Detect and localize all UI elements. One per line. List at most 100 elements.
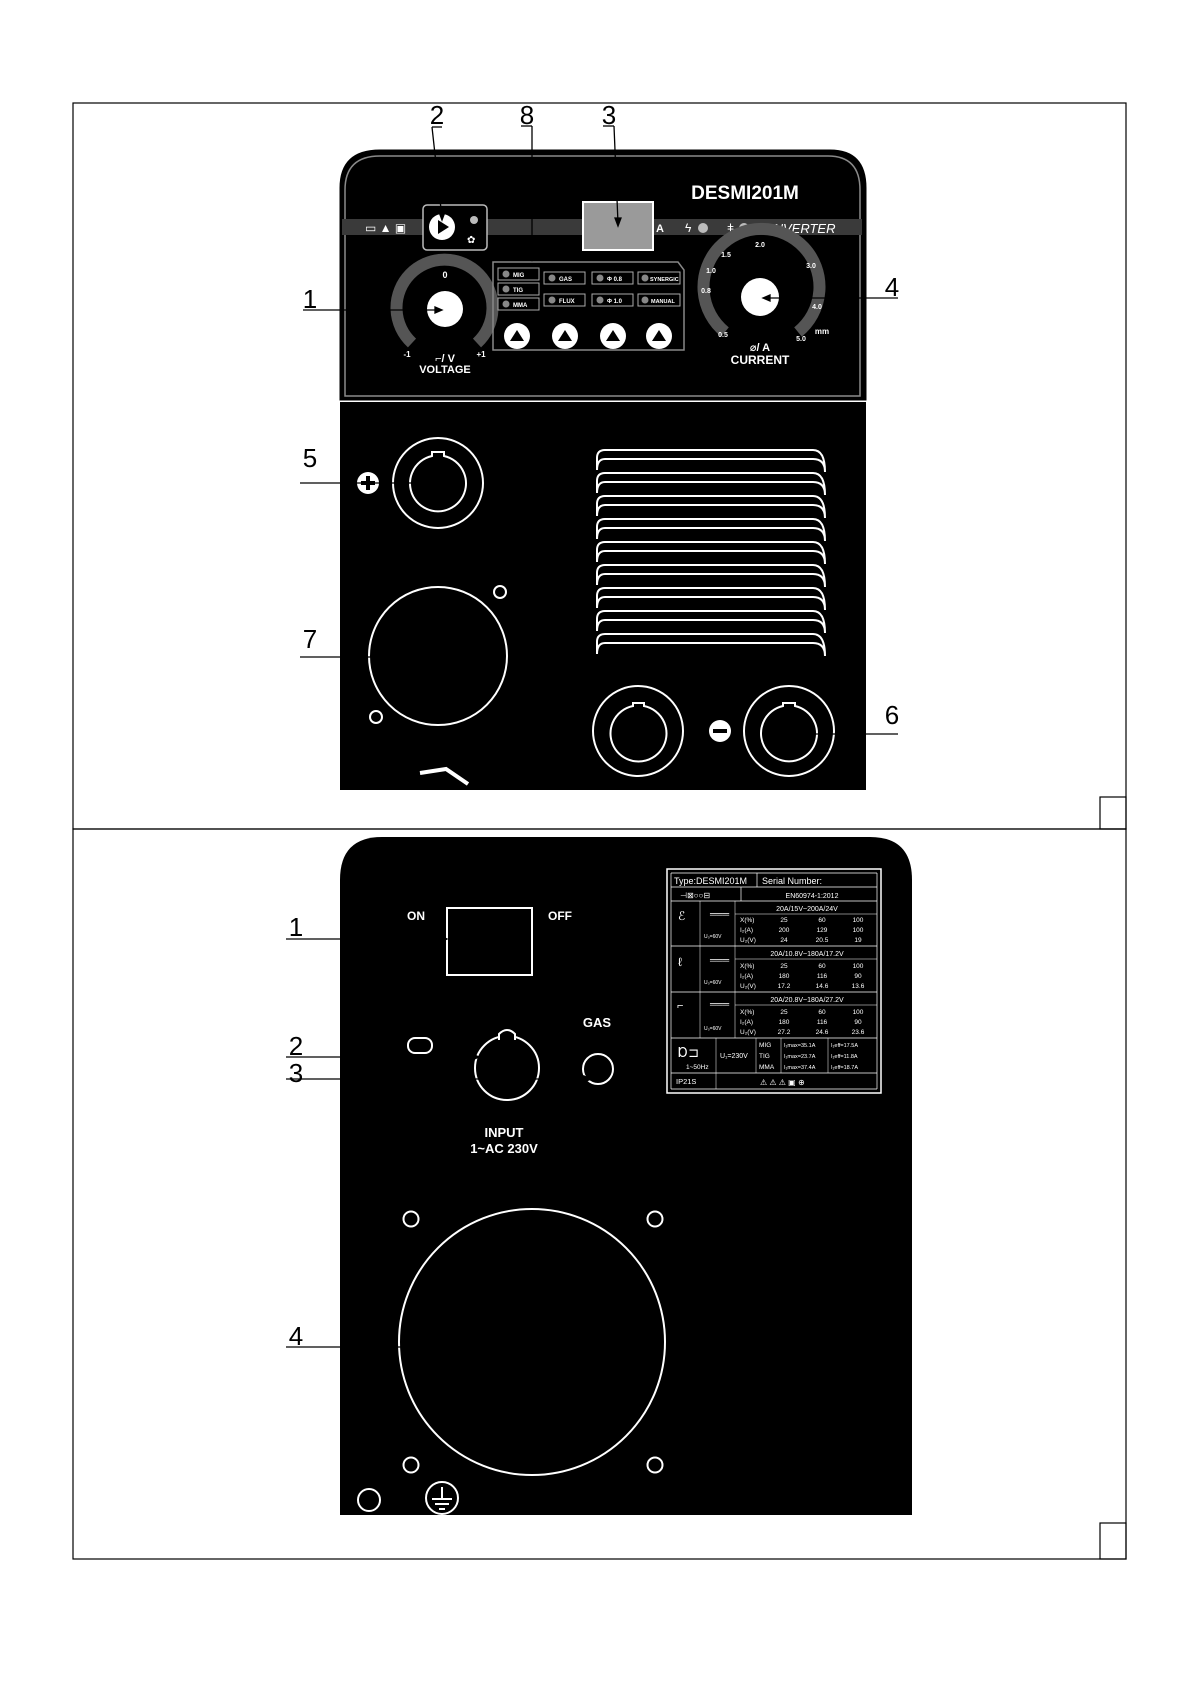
current-scale-1-5: 1.5 bbox=[721, 252, 731, 259]
rear-panel: ON OFF GAS INPUT 1~AC 230V bbox=[286, 837, 912, 1515]
ground-socket-ring bbox=[592, 685, 684, 777]
svg-text:14.6: 14.6 bbox=[816, 983, 829, 990]
svg-text:I₂(A): I₂(A) bbox=[740, 927, 753, 934]
svg-text:116: 116 bbox=[817, 1019, 828, 1026]
svg-text:100: 100 bbox=[853, 963, 864, 970]
svg-text:I₁eff=18.7A: I₁eff=18.7A bbox=[831, 1065, 858, 1071]
synergic-button[interactable]: SYNERGIC bbox=[637, 271, 681, 285]
mode-button-mig[interactable]: MIG bbox=[497, 267, 540, 281]
current-knob[interactable] bbox=[741, 278, 779, 316]
input-voltage: 1~AC 230V bbox=[470, 1141, 538, 1156]
plate-symbols: ⊣⊠○○⊟ bbox=[680, 891, 710, 900]
model-name: DESMI201M bbox=[691, 183, 799, 204]
rear-page-tab bbox=[1099, 1522, 1127, 1560]
callout-front-1: 1 bbox=[303, 284, 317, 314]
svg-text:I₁max=23.7A: I₁max=23.7A bbox=[784, 1054, 816, 1060]
inch-led bbox=[470, 216, 478, 224]
cooling-fan bbox=[398, 1208, 666, 1476]
positive-socket[interactable] bbox=[409, 451, 467, 513]
svg-text:13.6: 13.6 bbox=[852, 983, 865, 990]
power-led bbox=[698, 223, 708, 233]
svg-text:MIG: MIG bbox=[759, 1042, 771, 1049]
switch-off-label: OFF bbox=[548, 909, 572, 923]
tig-range: 20A/10.8V~180A/17.2V bbox=[770, 951, 844, 958]
svg-text:20.5: 20.5 bbox=[816, 937, 829, 944]
mode-panel bbox=[492, 261, 685, 351]
svg-text:90: 90 bbox=[854, 1019, 862, 1026]
svg-text:MMA: MMA bbox=[759, 1064, 775, 1071]
mig-row-u: U₂(V) 24 20.5 19 bbox=[740, 937, 862, 944]
svg-text:100: 100 bbox=[853, 927, 864, 934]
svg-text:I₂(A): I₂(A) bbox=[740, 973, 753, 980]
power-led-icon: ϟ bbox=[685, 221, 692, 235]
current-scale-3-0: 3.0 bbox=[806, 263, 816, 270]
mode-button-tig[interactable]: TIG bbox=[497, 282, 540, 296]
up-arrow-icon bbox=[558, 330, 572, 341]
flux-button-label: FLUX bbox=[559, 299, 575, 305]
wire-0-8-button[interactable]: Φ 0.8 bbox=[591, 271, 634, 285]
flux-button[interactable]: FLUX bbox=[543, 293, 586, 307]
current-scale-4-0: 4.0 bbox=[812, 304, 822, 311]
thermometer-icon: ǂ bbox=[727, 221, 734, 235]
svg-text:I₁max=37.4A: I₁max=37.4A bbox=[784, 1065, 816, 1071]
plate-type: Type:DESMI201M bbox=[674, 876, 747, 886]
plate-warning-icons: ⚠ ⚠ ⚠ ▣ ⊕ bbox=[760, 1078, 805, 1087]
svg-text:90: 90 bbox=[854, 973, 862, 980]
supply-voltage: U₁=230V bbox=[720, 1053, 748, 1060]
plug-icon: Ɒ⊐ bbox=[678, 1045, 699, 1060]
cooling-louvres bbox=[596, 449, 826, 657]
power-switch[interactable] bbox=[446, 907, 533, 976]
play-icon bbox=[438, 220, 449, 234]
input-label: INPUT bbox=[485, 1125, 524, 1140]
fan-screw bbox=[402, 1210, 420, 1228]
plate-mma-section: ⌐ ═══ U₀=60V 20A/20.8V~180A/27.2V X(%) 2… bbox=[671, 992, 877, 1039]
rating-plate: Type:DESMI201M Serial Number: ⊣⊠○○⊟ EN60… bbox=[666, 868, 882, 1094]
mode-button-mma[interactable]: MMA bbox=[497, 297, 540, 311]
callout-rear-1: 1 bbox=[289, 912, 303, 942]
wire-1-0-button[interactable]: Φ 1.0 bbox=[591, 293, 634, 307]
svg-text:U₂(V): U₂(V) bbox=[740, 983, 756, 990]
power-input-cable bbox=[474, 1035, 540, 1101]
fan-screw bbox=[402, 1456, 420, 1474]
plate-supply-section: Ɒ⊐ 1~50Hz U₁=230V MIG I₁max=35.1A I₁eff=… bbox=[671, 1038, 877, 1074]
tig-row-u: U₂(V) 17.2 14.6 13.6 bbox=[740, 983, 865, 990]
mig-symbol-icon: ℰ bbox=[678, 909, 685, 923]
svg-text:100: 100 bbox=[853, 917, 864, 924]
fan-screw bbox=[646, 1210, 664, 1228]
dc-symbol-icon: ═══ bbox=[709, 909, 730, 919]
voltage-arc bbox=[390, 253, 499, 348]
gas-inlet[interactable] bbox=[582, 1053, 614, 1085]
gas-button[interactable]: GAS bbox=[543, 271, 586, 285]
fan-icon: ✿ bbox=[467, 235, 475, 246]
mig-u0: U₀=60V bbox=[704, 934, 722, 940]
plate-protection: IP21S bbox=[676, 1077, 696, 1086]
torch-screw-top bbox=[493, 585, 507, 599]
svg-text:27.2: 27.2 bbox=[778, 1029, 791, 1036]
tig-row-i: I₂(A) 180 116 90 bbox=[740, 973, 862, 980]
ground-icon bbox=[425, 1481, 459, 1515]
svg-text:25: 25 bbox=[780, 963, 788, 970]
voltage-label: VOLTAGE bbox=[419, 364, 471, 376]
callout-front-7: 7 bbox=[303, 624, 317, 654]
ground-socket[interactable] bbox=[609, 702, 668, 763]
gas-button-label: GAS bbox=[559, 277, 572, 283]
mma-u0: U₀=60V bbox=[704, 1026, 722, 1032]
mma-symbol-icon: ⌐ bbox=[677, 1000, 683, 1012]
voltage-knob[interactable] bbox=[427, 291, 463, 327]
dc-symbol-icon: ═══ bbox=[709, 999, 730, 1009]
svg-text:116: 116 bbox=[817, 973, 828, 980]
torch-connector[interactable] bbox=[368, 586, 508, 726]
callout-front-8: 8 bbox=[520, 100, 534, 130]
up-arrow-icon bbox=[510, 330, 524, 341]
svg-text:X(%): X(%) bbox=[740, 963, 754, 970]
negative-socket-ring bbox=[743, 685, 835, 777]
gas-label: GAS bbox=[583, 1015, 612, 1030]
svg-text:25: 25 bbox=[780, 917, 788, 924]
svg-text:25: 25 bbox=[780, 1009, 788, 1016]
mma-range: 20A/20.8V~180A/27.2V bbox=[770, 997, 844, 1004]
supply-freq: 1~50Hz bbox=[686, 1064, 709, 1071]
manual-button[interactable]: MANUAL bbox=[637, 293, 681, 307]
tig-u0: U₀=60V bbox=[704, 980, 722, 986]
dc-symbol-icon: ═══ bbox=[709, 955, 730, 965]
